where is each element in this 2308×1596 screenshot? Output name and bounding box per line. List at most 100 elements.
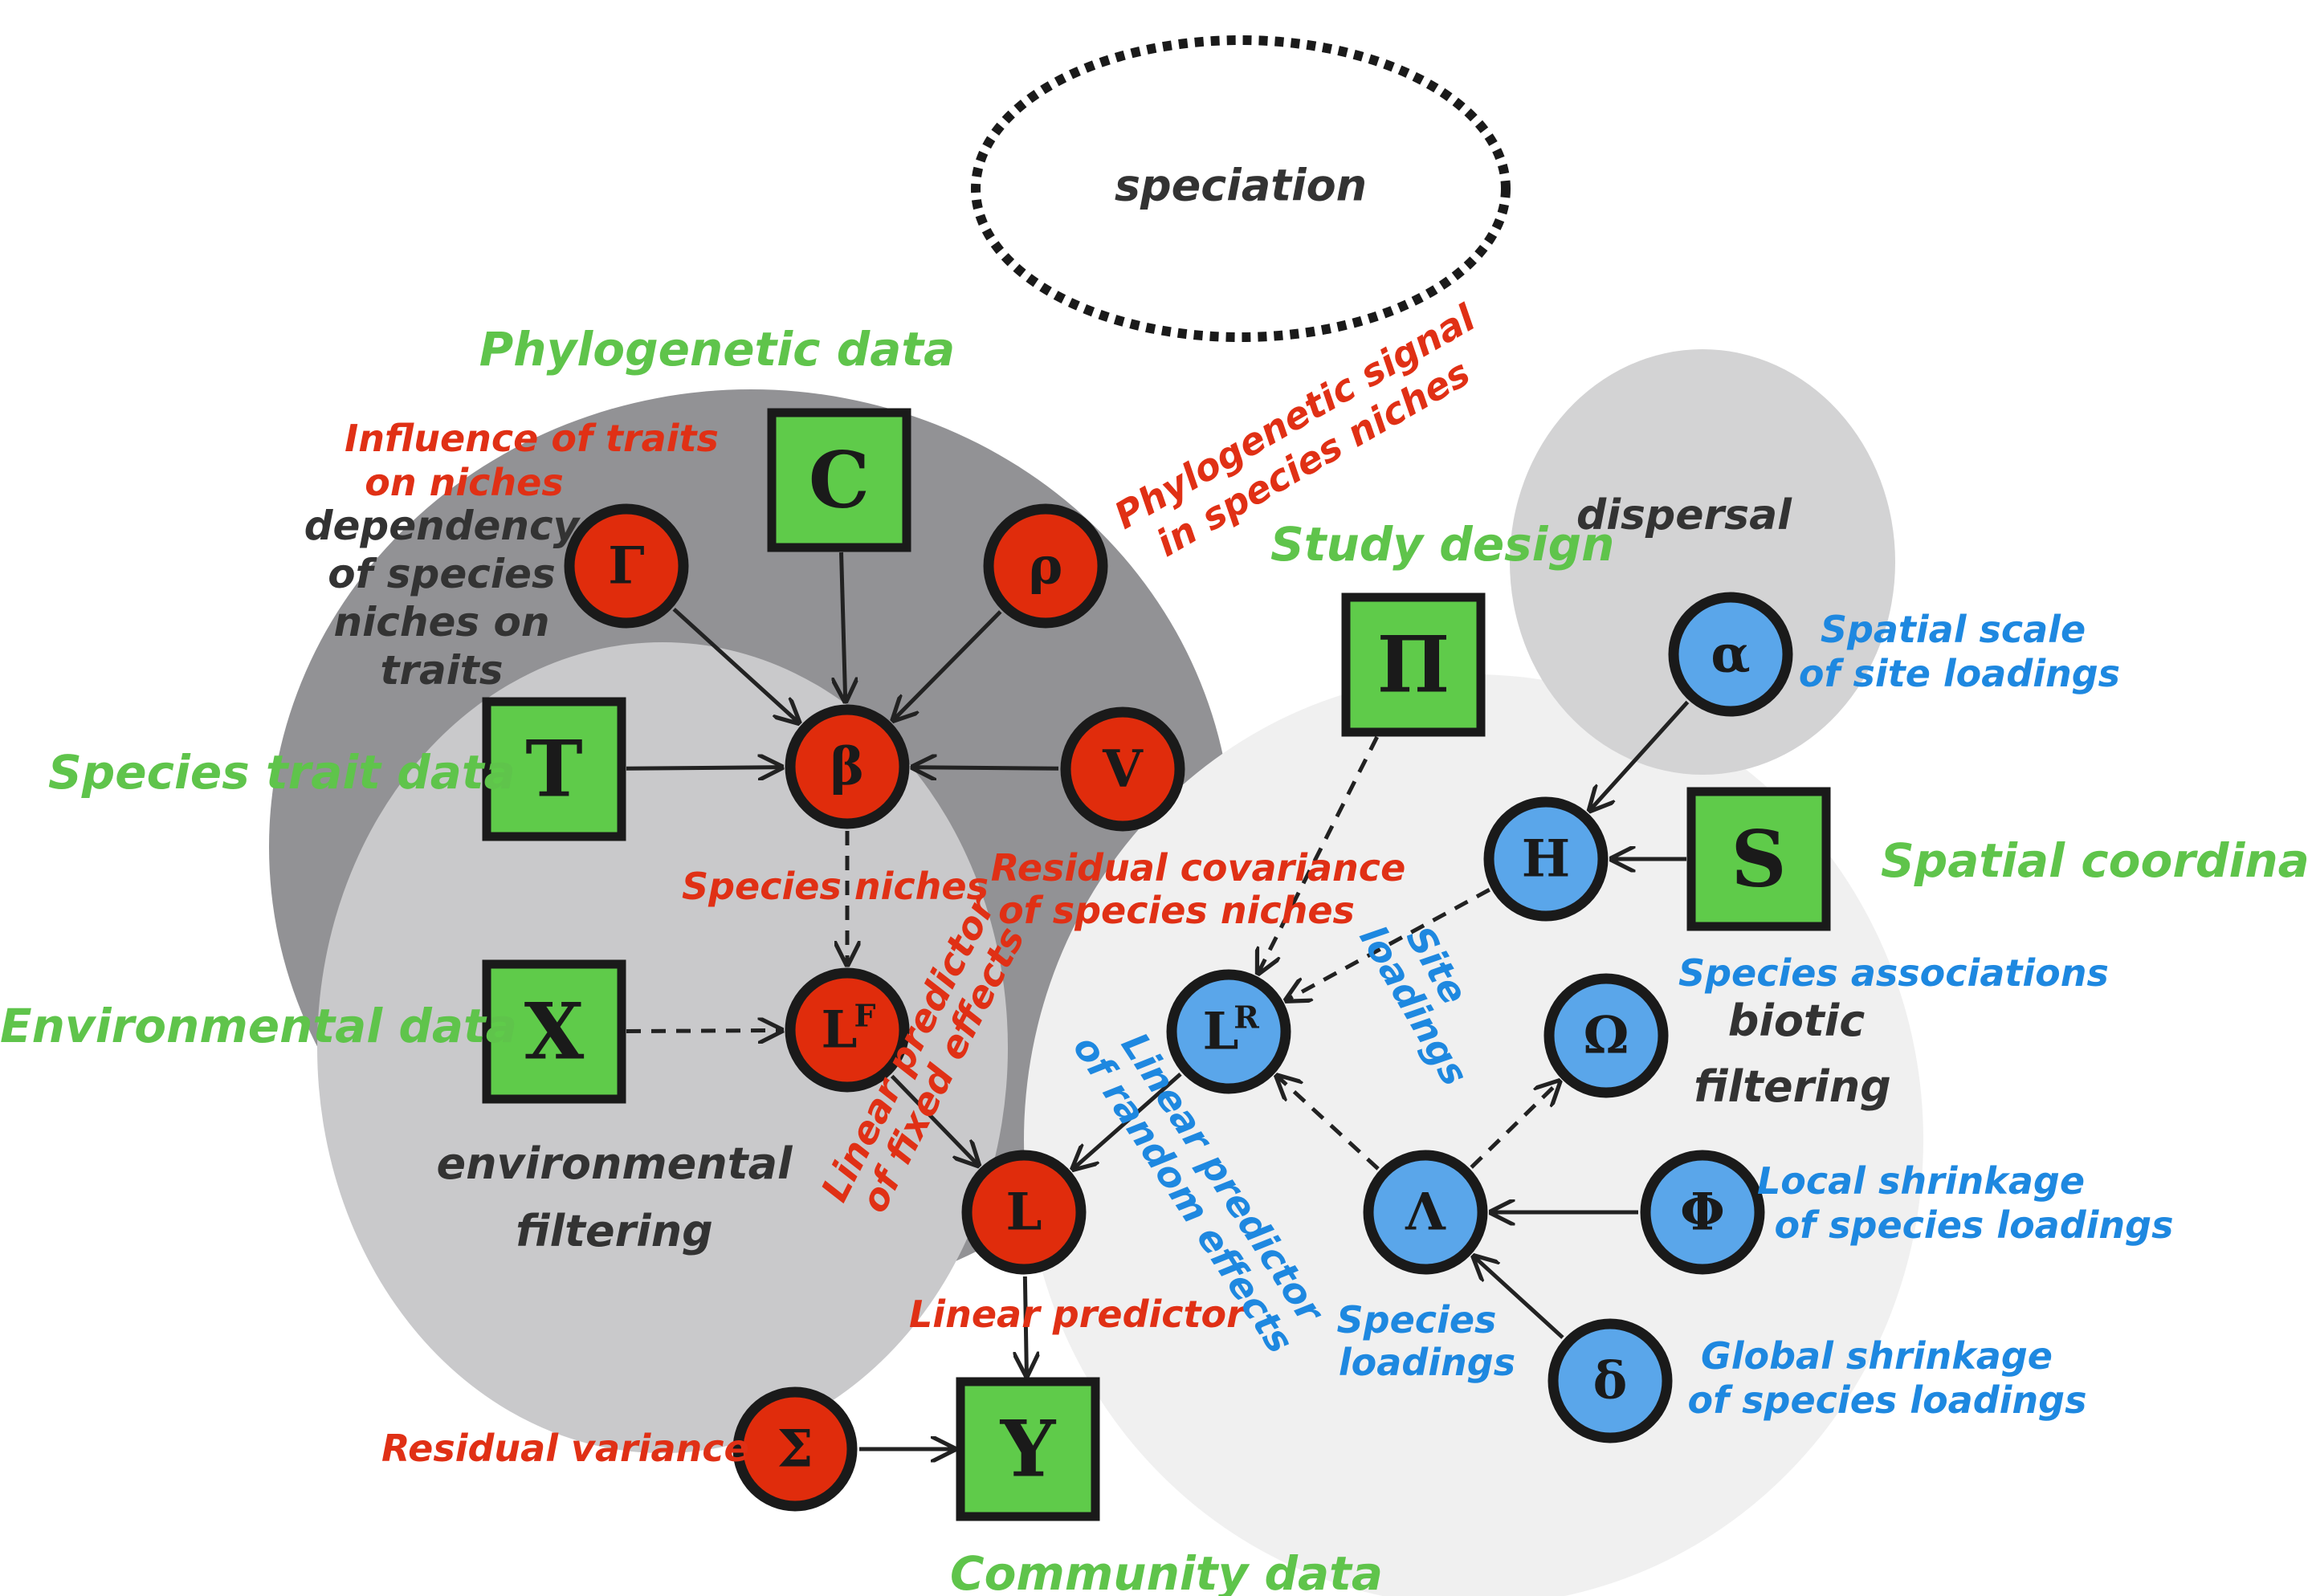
node-H-disc [1483, 796, 1609, 922]
node-C-box [767, 408, 911, 552]
study-design-label: Study design [1270, 517, 1614, 572]
node-C-symbol: C [809, 435, 870, 526]
node-Y-symbol: Y [1000, 1404, 1057, 1495]
node-X-symbol: X [524, 987, 585, 1077]
node-S: S [1686, 787, 1831, 931]
node-beta-disc [785, 704, 910, 829]
node-alpha-disc [1668, 592, 1793, 717]
svg-text:filtering: filtering [516, 1206, 713, 1256]
node-C: C [767, 408, 911, 552]
node-Gamma-symbol: Γ [608, 536, 644, 596]
edge-Lambda-to-Omega [1470, 1081, 1559, 1169]
species-loadings-label: Species loadings [1337, 1298, 1516, 1384]
node-L-disc [961, 1150, 1087, 1275]
node-T-box [482, 697, 626, 841]
edge-Pi-to-LR [1258, 735, 1379, 973]
region-labels: speciation dispersal dependency of speci… [304, 161, 1891, 1256]
node-Sigma-symbol: Σ [777, 1419, 813, 1480]
node-LF: LF [785, 967, 910, 1093]
edge-C-to-beta [842, 552, 846, 701]
node-rho-symbol: ρ [1029, 536, 1063, 596]
node-alpha-symbol: α [1711, 625, 1750, 685]
node-X-box [482, 959, 626, 1104]
node-beta-symbol: β [830, 737, 865, 797]
residual-covariance-label: Residual covariance of species niches [991, 846, 1419, 932]
node-Phi-disc [1640, 1150, 1765, 1275]
node-V-symbol: V [1102, 739, 1144, 800]
edge-alpha-to-H [1590, 700, 1690, 810]
node-S-box [1686, 787, 1831, 931]
environmental-data-label: Environmental data [0, 999, 517, 1053]
node-Omega-symbol: Ω [1584, 1006, 1629, 1066]
svg-text:environmental: environmental [436, 1138, 793, 1189]
node-V-disc [1060, 706, 1185, 832]
node-delta-symbol: δ [1593, 1351, 1628, 1411]
node-alpha: α [1668, 592, 1793, 717]
svg-text:niches on: niches on [334, 599, 550, 645]
biotic-filtering-label: biotic filtering [1694, 995, 1891, 1112]
node-rho: ρ [983, 503, 1108, 629]
spatial-coordinates-label: Spatial coordinates [1881, 833, 2308, 888]
node-LR-disc [1166, 969, 1291, 1094]
phylogenetic-data-label: Phylogenetic data [479, 322, 956, 377]
node-L: L [961, 1150, 1087, 1275]
svg-text:of species: of species [328, 551, 555, 597]
node-LR: LR [1166, 969, 1291, 1094]
node-Lambda-disc [1363, 1150, 1488, 1275]
node-H-symbol: Η [1522, 829, 1570, 890]
environmental-filtering-label: environmental filtering [436, 1138, 793, 1256]
dispersal-label: dispersal [1576, 491, 1792, 539]
node-beta: β [785, 704, 910, 829]
trait-dependency-label: dependency of species niches on traits [304, 503, 581, 694]
svg-text:filtering: filtering [1694, 1061, 1891, 1112]
linear-predictor-label: Linear predictor [909, 1293, 1247, 1336]
node-V: V [1060, 706, 1185, 832]
node-Omega: Ω [1543, 973, 1669, 1098]
speciation-label: speciation [1115, 161, 1367, 211]
node-T-symbol: T [525, 724, 582, 815]
node-LF-superscript: F [854, 998, 876, 1034]
edges [626, 552, 1690, 1449]
edge-H-to-LR [1287, 888, 1490, 1000]
local-shrinkage-label: Local shrinkage of species loadings [1757, 1159, 2174, 1247]
edge-L-to-Y [1025, 1276, 1026, 1375]
node-Pi-symbol: Π [1377, 620, 1450, 710]
node-LF-symbol: L [822, 1000, 858, 1061]
node-S-symbol: S [1731, 814, 1786, 905]
node-LR-symbol: L [1203, 1002, 1239, 1062]
residual-variance-label: Residual variance [381, 1427, 749, 1470]
speciation-region [971, 35, 1511, 342]
svg-text:biotic: biotic [1728, 995, 1866, 1046]
edge-delta-to-Lambda [1474, 1256, 1564, 1339]
node-Y-box [956, 1377, 1100, 1521]
node-Pi-box [1341, 592, 1486, 737]
edge-rho-to-beta [894, 610, 1002, 720]
node-delta: δ [1548, 1318, 1673, 1443]
edge-V-to-beta [913, 767, 1059, 769]
edge-X-to-LF [626, 1030, 781, 1031]
node-Y: Y [956, 1377, 1100, 1521]
node-Omega-disc [1543, 973, 1669, 1098]
node-Sigma-disc [732, 1386, 858, 1512]
svg-text:traits: traits [380, 647, 503, 694]
species-niches-label: Species niches [682, 865, 989, 908]
node-Phi-symbol: Φ [1680, 1183, 1725, 1243]
influence-of-traits-label: Influence of traits on niches [345, 417, 732, 504]
edge-LF-to-L [890, 1074, 978, 1165]
node-Lambda: Λ [1363, 1150, 1488, 1275]
node-L-symbol: L [1006, 1183, 1042, 1243]
community-data-label: Community data [950, 1546, 1383, 1596]
node-T: T [482, 697, 626, 841]
species-trait-data-label: Species trait data [48, 745, 516, 800]
node-Phi: Φ [1640, 1150, 1765, 1275]
edge-LR-to-L [1073, 1073, 1182, 1169]
node-delta-disc [1548, 1318, 1673, 1443]
data-labels: Phylogenetic data Species trait data Env… [0, 322, 2308, 1596]
node-LR-superscript: R [1234, 1000, 1259, 1036]
dispersal-region [1510, 349, 1895, 775]
edge-Gamma-to-beta [672, 607, 798, 723]
node-rho-disc [983, 503, 1108, 629]
node-Gamma: Γ [564, 503, 689, 629]
node-H: Η [1483, 796, 1609, 922]
